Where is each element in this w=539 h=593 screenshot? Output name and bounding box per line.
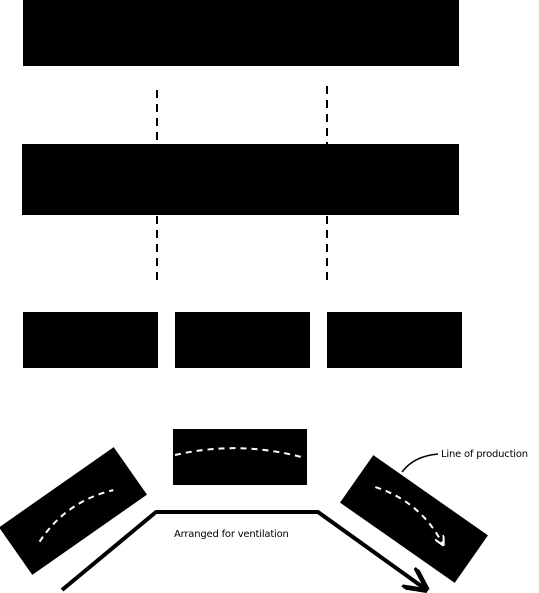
top-bar	[23, 0, 459, 66]
middle-bar	[22, 144, 459, 215]
label-leader-line	[401, 453, 439, 473]
parallel-layout	[22, 0, 462, 368]
production-dash-right	[375, 486, 451, 544]
tilted-block-left	[0, 447, 147, 575]
center-block	[173, 429, 307, 485]
lower-block-left	[23, 312, 158, 368]
lower-block-center	[175, 312, 310, 368]
arranged-for-ventilation-label: Arranged for ventilation	[174, 529, 289, 540]
ventilation-arrow	[60, 510, 424, 590]
lower-block-right	[327, 312, 462, 368]
tilted-block-right	[340, 455, 488, 583]
production-dash-left	[38, 489, 114, 543]
line-of-production-label: Line of production	[441, 449, 528, 460]
ventilation-layout: Line of production Arranged for ventilat…	[0, 429, 528, 590]
production-dash-center	[174, 447, 306, 459]
